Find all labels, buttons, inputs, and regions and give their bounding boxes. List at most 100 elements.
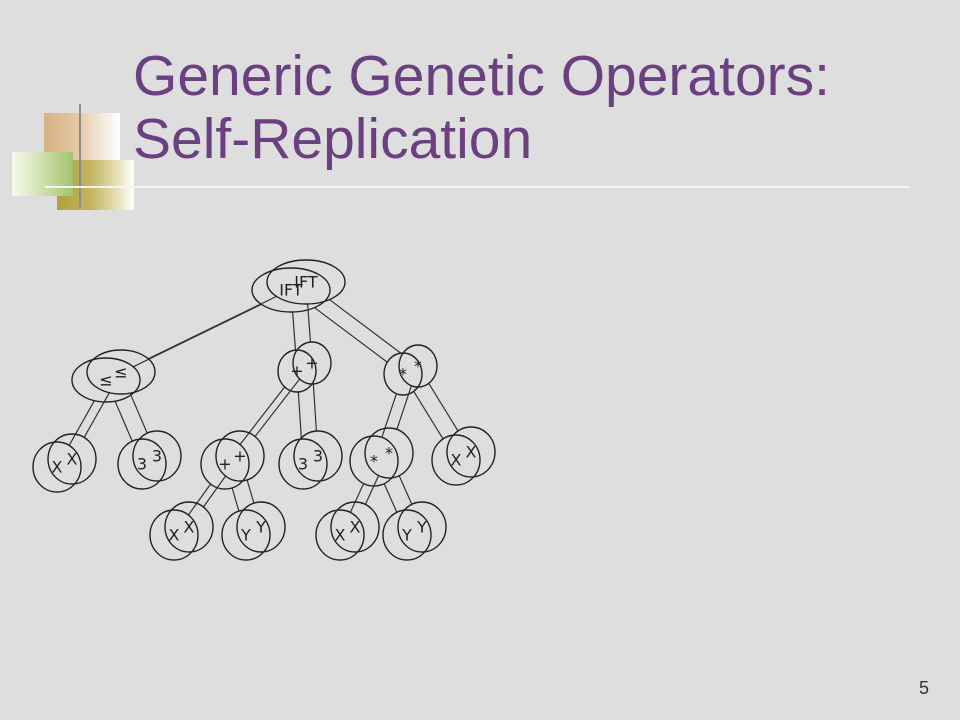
tree-edge <box>187 483 212 516</box>
node-label: 3 <box>313 447 323 466</box>
tree-edge <box>132 303 262 368</box>
node-label: 3 <box>137 455 147 474</box>
tree-node: Y <box>221 509 271 561</box>
tree-edge <box>312 383 317 432</box>
tree-node: X <box>32 441 82 493</box>
node-outline <box>398 344 438 388</box>
node-outline <box>236 501 286 553</box>
node-outline <box>149 509 199 561</box>
tree-node: Y <box>397 501 447 553</box>
node-label: X <box>350 518 361 537</box>
tree-node: 3 <box>278 438 328 490</box>
node-outline <box>364 427 414 479</box>
tree-node: IFT <box>251 267 331 313</box>
tree-node: 3 <box>117 438 167 490</box>
tree-node: X <box>149 509 199 561</box>
node-outline <box>292 341 332 385</box>
tree-edge <box>83 392 110 438</box>
accent-vertical-line <box>79 104 81 207</box>
node-label: * <box>399 365 407 384</box>
tree-node: ≤ <box>86 349 156 395</box>
node-label: + <box>290 362 303 381</box>
tree-edge <box>202 475 227 508</box>
node-label: IFT <box>279 281 303 300</box>
node-outline <box>278 438 328 490</box>
tree-node: X <box>164 501 214 553</box>
tree-edge <box>254 378 301 437</box>
tree-node: X <box>47 433 97 485</box>
tree-edge <box>246 479 255 504</box>
node-label: X <box>169 526 180 545</box>
tree-edge <box>314 307 388 363</box>
node-outline <box>47 433 97 485</box>
node-label: 3 <box>152 447 162 466</box>
tree-node: + <box>292 341 332 385</box>
node-label: X <box>52 458 63 477</box>
node-outline <box>446 426 496 478</box>
tree-edge <box>381 393 398 438</box>
tree-edge <box>383 483 398 513</box>
tree-node: ≤ <box>71 357 141 403</box>
original-tree: IFT ≤ X 3 + + X Y 3 * * X Y X <box>32 267 481 561</box>
node-label: X <box>67 450 78 469</box>
node-label: X <box>184 518 195 537</box>
tree-node: X <box>330 501 380 553</box>
node-label: ≤ <box>99 371 112 390</box>
replicated-tree: IFT ≤ X 3 + + X Y 3 * * X Y X <box>47 259 496 553</box>
node-outline <box>132 430 182 482</box>
tree-node: 3 <box>132 430 182 482</box>
node-outline <box>397 501 447 553</box>
node-label: * <box>414 357 422 376</box>
node-label: X <box>335 526 346 545</box>
node-label: Y <box>240 526 251 545</box>
node-outline <box>71 357 141 403</box>
tree-edge <box>68 400 95 446</box>
tree-edge <box>231 487 240 512</box>
tree-edge <box>307 303 312 343</box>
tree-edges <box>83 295 459 508</box>
node-label: Y <box>255 518 266 537</box>
tree-edge <box>364 475 380 505</box>
title-line-1: Generic Genetic Operators: <box>133 44 830 108</box>
tree-edge <box>413 391 444 440</box>
decorative-square-green <box>12 152 73 196</box>
title-underline <box>45 186 910 188</box>
tree-edge <box>396 385 413 430</box>
tree-edge <box>114 400 133 442</box>
tree-node: * <box>364 427 414 479</box>
tree-node: 3 <box>293 430 343 482</box>
node-label: + <box>233 447 246 466</box>
tree-nodes: IFT ≤ X 3 + + X Y 3 * * X Y X <box>47 259 496 553</box>
tree-edge <box>147 295 277 360</box>
tree-edges <box>68 303 444 516</box>
node-label: Y <box>416 518 427 537</box>
node-outline <box>382 509 432 561</box>
node-label: * <box>370 452 378 471</box>
node-label: X <box>466 443 477 462</box>
node-outline <box>293 430 343 482</box>
tree-edge <box>297 391 302 440</box>
tree-edge <box>349 483 365 513</box>
tree-node: Y <box>236 501 286 553</box>
node-outline <box>215 430 265 482</box>
tree-node: X <box>431 434 481 486</box>
title-line-2: Self-Replication <box>133 107 533 171</box>
tree-node: X <box>446 426 496 478</box>
node-outline <box>266 259 346 305</box>
tree-edge <box>292 311 297 351</box>
node-label: IFT <box>294 273 318 292</box>
tree-edge <box>239 386 286 445</box>
tree-edge <box>329 299 403 355</box>
tree-nodes: IFT ≤ X 3 + + X Y 3 * * X Y X <box>32 267 481 561</box>
node-label: X <box>451 451 462 470</box>
node-outline <box>200 438 250 490</box>
node-outline <box>330 501 380 553</box>
tree-node: X <box>315 509 365 561</box>
node-label: * <box>385 444 393 463</box>
node-outline <box>32 441 82 493</box>
node-outline <box>251 267 331 313</box>
tree-node: * <box>398 344 438 388</box>
node-label: ≤ <box>114 363 127 382</box>
